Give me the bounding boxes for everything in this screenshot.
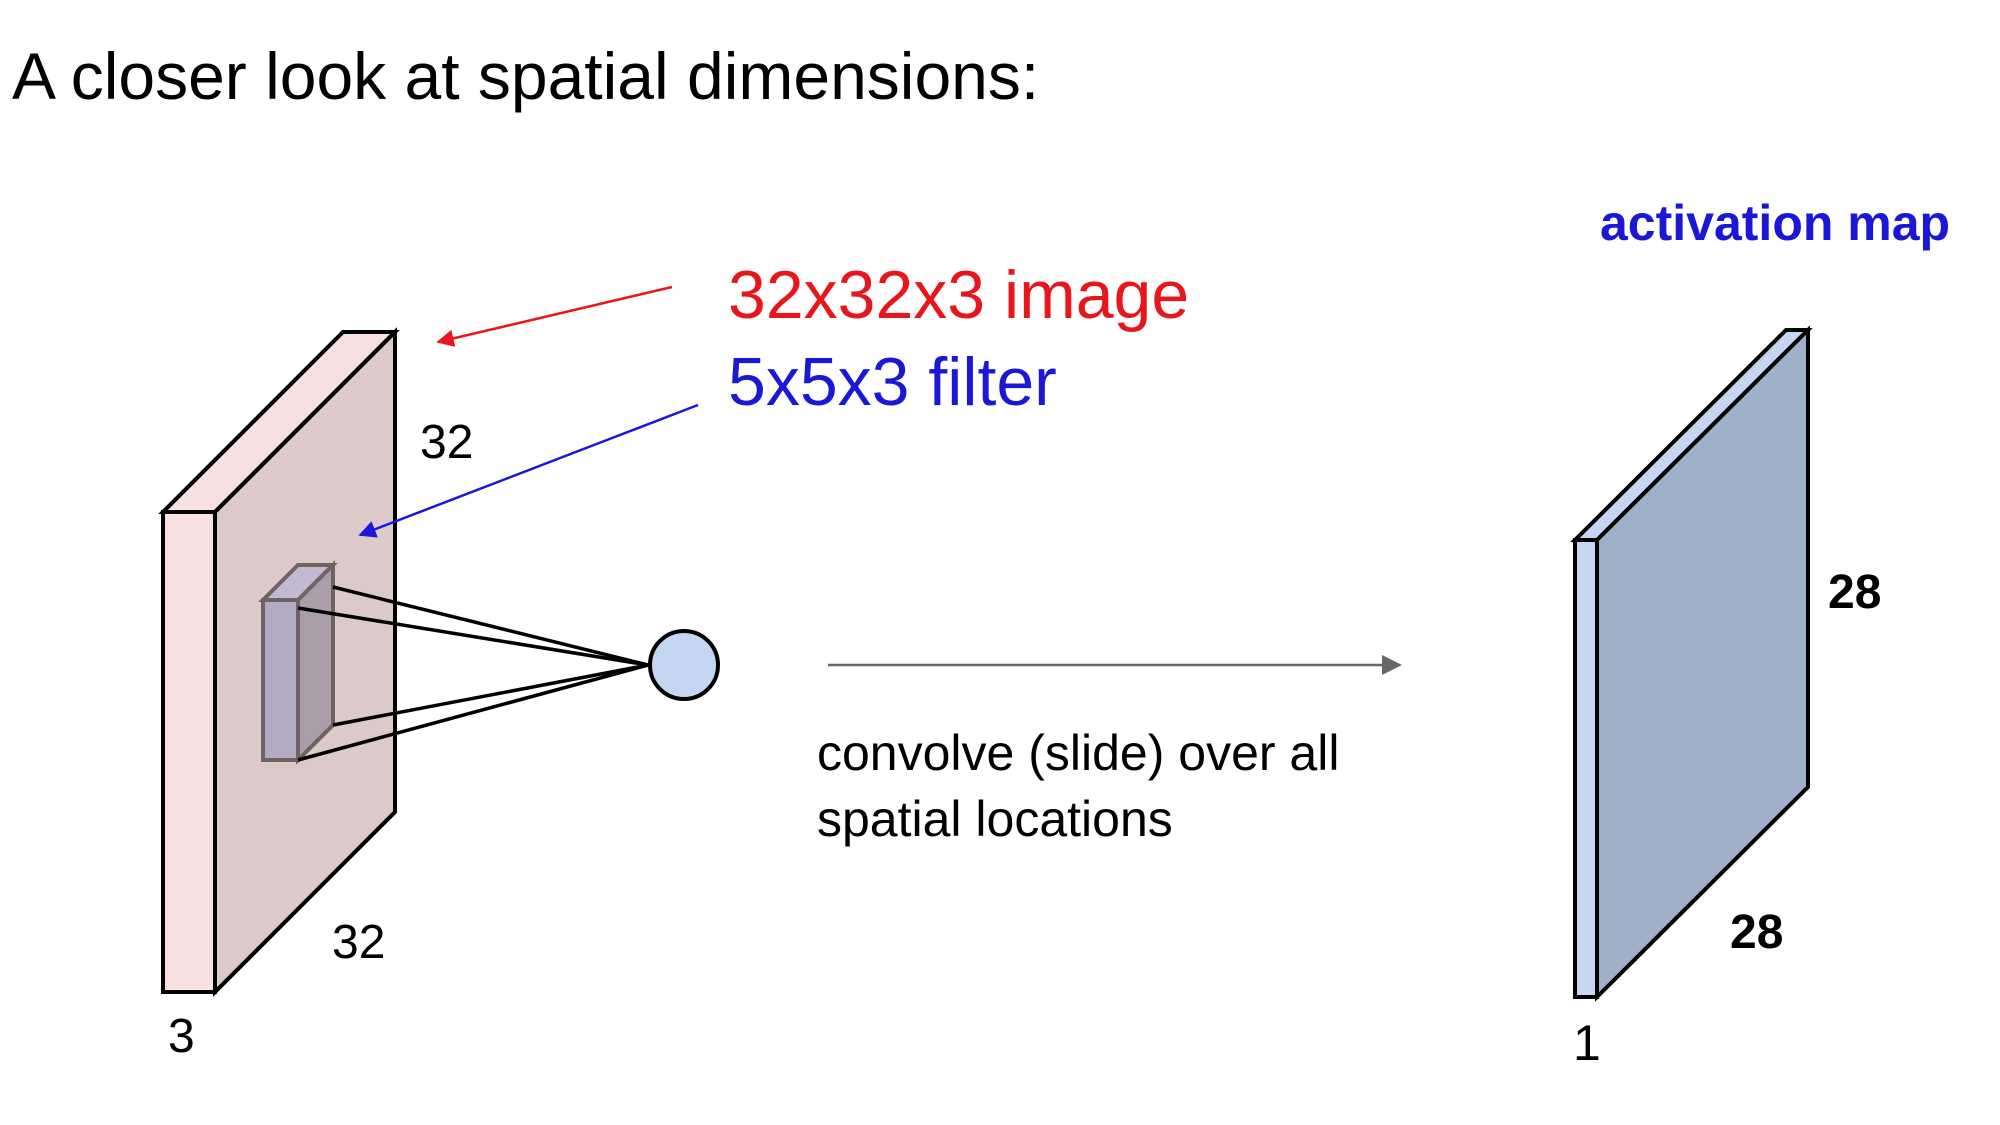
filter-side-face — [296, 560, 335, 765]
filter-label: 5x5x3 filter — [728, 344, 1057, 420]
activation-map-volume — [1570, 325, 1813, 1002]
image-label-arrow — [436, 285, 673, 347]
convolve-caption-line1: convolve (slide) over all — [817, 725, 1339, 781]
slide-title: A closer look at spatial dimensions: — [12, 39, 1040, 113]
activation-map-height-label: 28 — [1828, 566, 1881, 619]
filter-front-face — [261, 598, 300, 762]
input-depth-label: 3 — [168, 1010, 195, 1063]
convolve-caption-line2: spatial locations — [817, 791, 1173, 847]
input-height-label: 32 — [420, 416, 473, 469]
connection-line — [332, 585, 649, 667]
filter-box — [258, 560, 338, 765]
input-width-label: 32 — [332, 916, 385, 969]
activation-map-label: activation map — [1600, 195, 1950, 251]
input-volume-front-face — [161, 510, 217, 994]
activation-map-front-face — [1573, 538, 1599, 999]
image-label: 32x32x3 image — [728, 257, 1189, 333]
activation-map-width-label: 28 — [1730, 906, 1783, 959]
filter-label-arrow — [358, 403, 699, 538]
connection-line — [297, 606, 649, 667]
connection-line — [332, 663, 649, 727]
filter-to-neuron-lines — [297, 585, 649, 762]
connection-line — [297, 663, 649, 762]
output-neuron — [648, 629, 720, 701]
activation-map-depth-label: 1 — [1573, 1015, 1601, 1071]
